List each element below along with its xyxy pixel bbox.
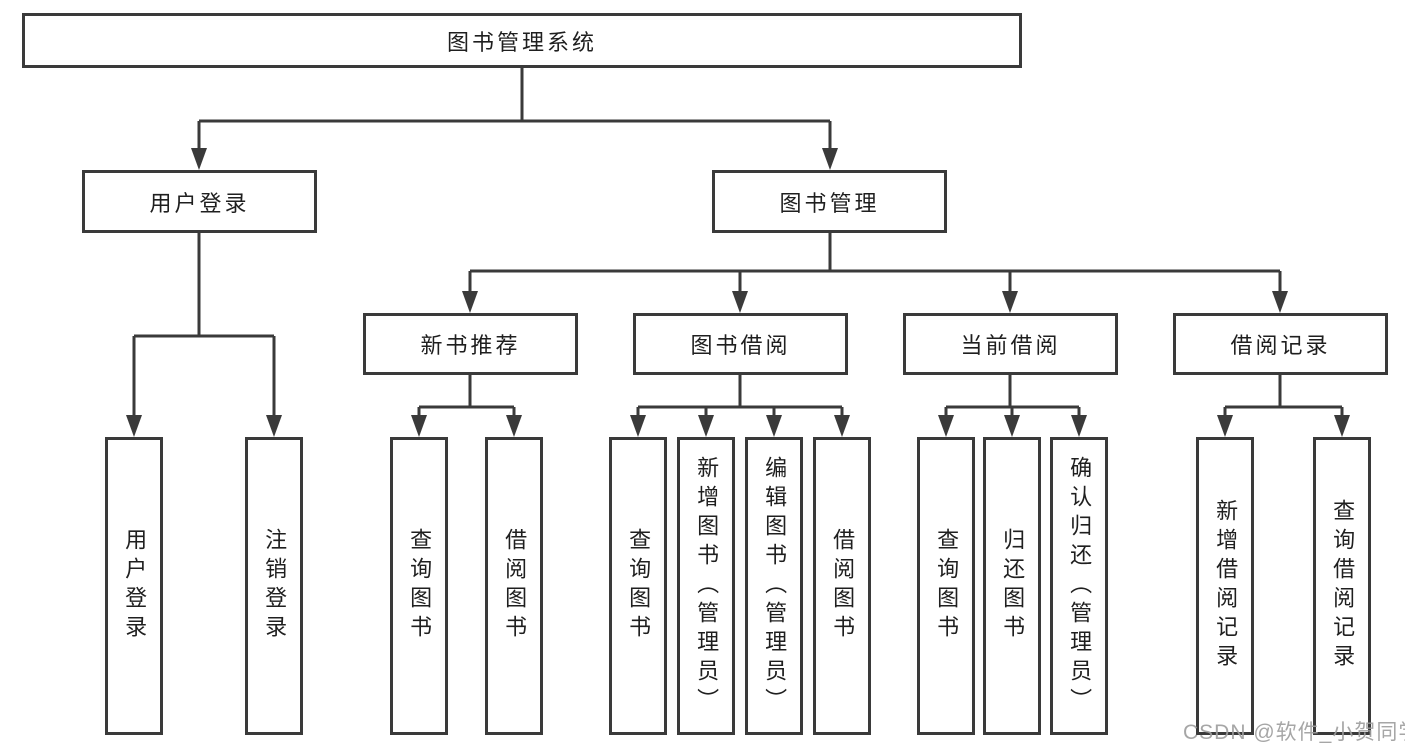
leaf-query-books-1: 查询图书 bbox=[390, 437, 448, 735]
leaf-add-borrow-record: 新增借阅记录 bbox=[1196, 437, 1254, 735]
node-borrow-records-label: 借阅记录 bbox=[1230, 333, 1331, 358]
leaf-logout-label: 注销登录 bbox=[262, 528, 288, 644]
node-new-book-recommend-label: 新书推荐 bbox=[420, 333, 521, 358]
arrow-down-icon bbox=[1071, 415, 1087, 437]
leaf-edit-book-admin-label: 编辑图书（管理员） bbox=[762, 455, 788, 717]
connector-recommend-to-leaves bbox=[417, 375, 516, 417]
leaf-query-books-2: 查询图书 bbox=[609, 437, 667, 735]
leaf-borrow-books-2: 借阅图书 bbox=[813, 437, 871, 735]
connector-records-to-leaves bbox=[1223, 375, 1344, 417]
node-book-borrow: 图书借阅 bbox=[633, 313, 848, 375]
leaf-borrow-books-2-label: 借阅图书 bbox=[830, 528, 856, 644]
leaf-query-books-1-label: 查询图书 bbox=[407, 528, 433, 644]
node-user-login-label: 用户登录 bbox=[149, 190, 250, 216]
leaf-add-book-admin-label: 新增图书（管理员） bbox=[694, 455, 720, 717]
arrow-down-icon bbox=[1334, 415, 1350, 437]
node-borrow-records: 借阅记录 bbox=[1173, 313, 1388, 375]
leaf-query-borrow-record: 查询借阅记录 bbox=[1313, 437, 1371, 735]
arrow-down-icon bbox=[698, 415, 714, 437]
node-root-label: 图书管理系统 bbox=[446, 29, 597, 55]
connector-borrow-to-leaves bbox=[636, 375, 844, 417]
leaf-confirm-return-admin-label: 确认归还（管理员） bbox=[1067, 455, 1093, 717]
connector-userlogin-to-leaves bbox=[132, 233, 276, 417]
arrow-down-icon bbox=[938, 415, 954, 437]
connector-root-to-level2 bbox=[197, 68, 832, 150]
arrow-down-icon bbox=[732, 291, 748, 313]
arrow-down-icon bbox=[1217, 415, 1233, 437]
leaf-query-books-3: 查询图书 bbox=[917, 437, 975, 735]
arrow-down-icon bbox=[822, 148, 838, 170]
leaf-add-book-admin: 新增图书（管理员） bbox=[677, 437, 735, 735]
arrow-down-icon bbox=[766, 415, 782, 437]
connector-bookmgmt-to-level3 bbox=[468, 233, 1282, 293]
arrow-down-icon bbox=[1272, 291, 1288, 313]
node-book-borrow-label: 图书借阅 bbox=[690, 333, 791, 358]
leaf-edit-book-admin: 编辑图书（管理员） bbox=[745, 437, 803, 735]
arrow-down-icon bbox=[630, 415, 646, 437]
leaf-query-books-2-label: 查询图书 bbox=[626, 528, 652, 644]
arrow-down-icon bbox=[1004, 415, 1020, 437]
arrow-down-icon bbox=[506, 415, 522, 437]
connector-current-to-leaves bbox=[944, 375, 1081, 417]
leaf-user-login-label: 用户登录 bbox=[122, 528, 148, 644]
arrow-down-icon bbox=[191, 148, 207, 170]
leaf-user-login: 用户登录 bbox=[105, 437, 163, 735]
node-new-book-recommend: 新书推荐 bbox=[363, 313, 578, 375]
arrow-down-icon bbox=[411, 415, 427, 437]
arrow-down-icon bbox=[462, 291, 478, 313]
node-current-borrow: 当前借阅 bbox=[903, 313, 1118, 375]
watermark: CSDN @软件_小贺同学 bbox=[1183, 721, 1405, 744]
node-root: 图书管理系统 bbox=[22, 13, 1022, 68]
leaf-confirm-return-admin: 确认归还（管理员） bbox=[1050, 437, 1108, 735]
leaf-borrow-books-1: 借阅图书 bbox=[485, 437, 543, 735]
arrow-down-icon bbox=[126, 415, 142, 437]
arrow-down-icon bbox=[266, 415, 282, 437]
leaf-return-book-label: 归还图书 bbox=[1000, 528, 1026, 644]
node-current-borrow-label: 当前借阅 bbox=[960, 333, 1061, 358]
node-book-management-label: 图书管理 bbox=[779, 190, 880, 216]
node-user-login: 用户登录 bbox=[82, 170, 317, 233]
leaf-borrow-books-1-label: 借阅图书 bbox=[502, 528, 528, 644]
node-book-management: 图书管理 bbox=[712, 170, 947, 233]
leaf-return-book: 归还图书 bbox=[983, 437, 1041, 735]
arrow-down-icon bbox=[834, 415, 850, 437]
arrow-down-icon bbox=[1002, 291, 1018, 313]
leaf-add-borrow-record-label: 新增借阅记录 bbox=[1213, 499, 1239, 673]
leaf-logout: 注销登录 bbox=[245, 437, 303, 735]
leaf-query-borrow-record-label: 查询借阅记录 bbox=[1330, 499, 1356, 673]
leaf-query-books-3-label: 查询图书 bbox=[934, 528, 960, 644]
